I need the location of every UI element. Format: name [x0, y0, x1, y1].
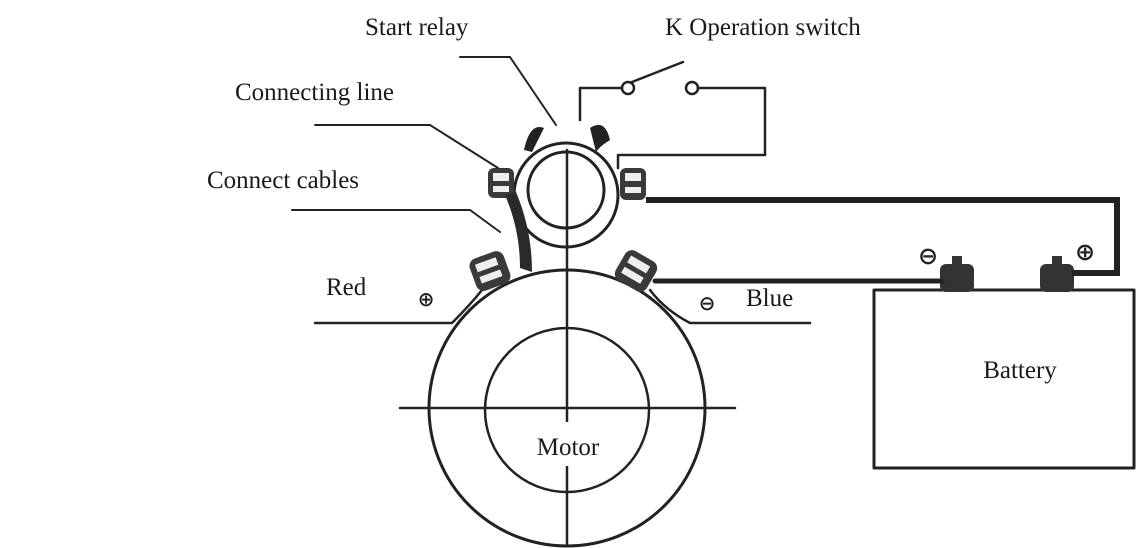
motor-label-bg [520, 422, 616, 466]
red-flange-line [313, 288, 484, 325]
blue-minus-symbol: ⊖ [699, 291, 716, 315]
operation-switch [578, 60, 767, 170]
battery-body [872, 288, 1136, 470]
battery-label: Battery [983, 357, 1057, 384]
leader-lines [291, 56, 557, 233]
relay-left-horn [524, 126, 544, 152]
blue-flange-line [648, 288, 812, 325]
switch-contact-left [620, 80, 636, 96]
start-relay-label: Start relay [365, 14, 469, 41]
battery-negative-terminal [940, 256, 974, 292]
switch-wire-right [616, 86, 767, 170]
motor-right-terminal [614, 250, 658, 292]
connect-cables-label: Connect cables [207, 167, 359, 194]
motor-flanges [313, 288, 812, 325]
switch-contact-right [684, 80, 700, 96]
connecting-line-leader [314, 124, 499, 169]
connecting-line-label: Connecting line [235, 79, 394, 106]
blue-label: Blue [746, 285, 793, 312]
battery-minus-symbol: ⊖ [918, 242, 938, 270]
start-relay-leader [459, 56, 557, 126]
switch-wire-left [578, 86, 624, 122]
relay-right-horn [590, 124, 610, 152]
connect-cables-leader [291, 209, 501, 233]
motor-left-terminal [469, 251, 511, 291]
start-relay-inner [526, 150, 606, 230]
battery: Battery ⊖ ⊕ [872, 238, 1136, 470]
red-plus-symbol: ⊕ [418, 287, 435, 311]
connect-cable-strap [505, 192, 532, 272]
battery-positive-terminal [1040, 256, 1074, 292]
red-label: Red [326, 274, 367, 301]
motor: Motor [398, 148, 737, 548]
battery-plus-symbol: ⊕ [1075, 238, 1095, 266]
relay-right-terminal [620, 168, 646, 200]
operation-switch-label: K Operation switch [665, 14, 861, 41]
motor-label: Motor [537, 434, 600, 461]
relay-left-terminal [488, 168, 514, 198]
switch-blade [630, 60, 685, 84]
